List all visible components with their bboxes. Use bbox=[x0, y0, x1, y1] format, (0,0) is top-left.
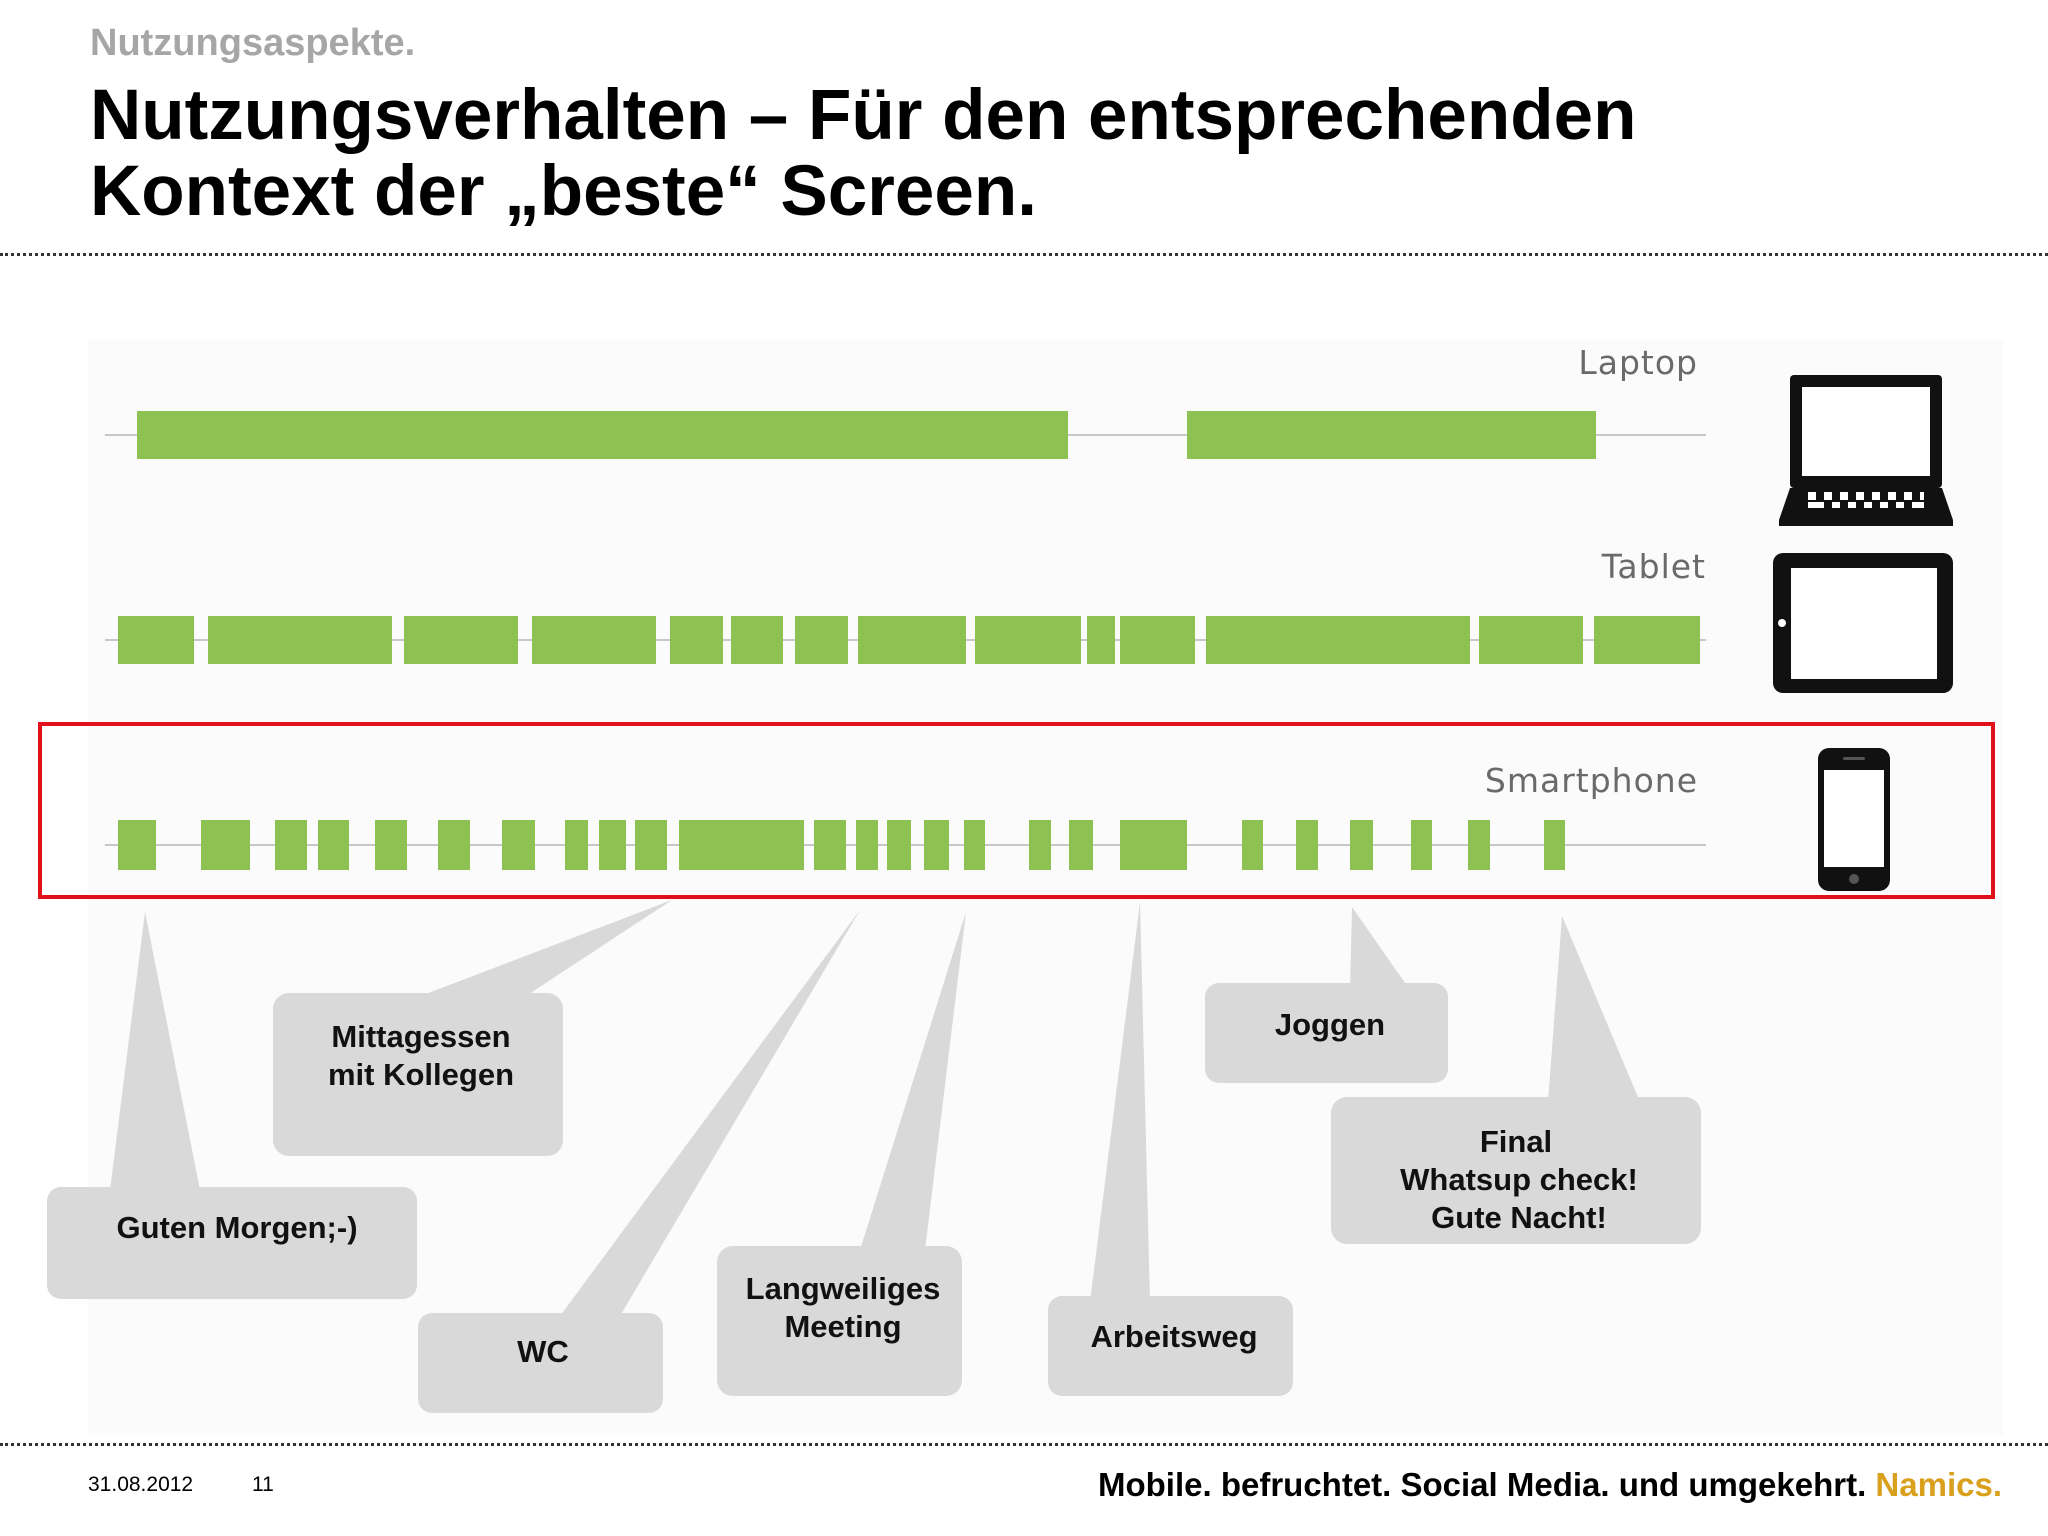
smartphone-highlight-frame bbox=[38, 722, 1995, 899]
usage-session-bar bbox=[599, 820, 626, 870]
tablet-row: Tablet bbox=[105, 547, 1706, 664]
bottom-divider bbox=[0, 1443, 2048, 1446]
slide-title: Nutzungsverhalten – Für den entsprechend… bbox=[90, 78, 1890, 230]
footer-tagline: Mobile. befruchtet. Social Media. und um… bbox=[1098, 1466, 2002, 1504]
callout-wc: WC bbox=[418, 910, 860, 1413]
usage-session-bar bbox=[1120, 616, 1195, 664]
callout-text: mit Kollegen bbox=[328, 1057, 514, 1092]
smartphone-row: Smartphone bbox=[105, 761, 1706, 870]
usage-session-bar bbox=[1087, 616, 1115, 664]
usage-session-bar bbox=[118, 616, 194, 664]
usage-session-bar bbox=[858, 616, 966, 664]
footer-date: 31.08.2012 bbox=[88, 1473, 194, 1496]
usage-session-bar bbox=[275, 820, 307, 870]
usage-session-bar bbox=[1029, 820, 1051, 870]
callout-text: Gute Nacht! bbox=[1431, 1200, 1607, 1235]
usage-session-bar bbox=[502, 820, 535, 870]
usage-session-bar bbox=[964, 820, 985, 870]
slide-title-line-1: Nutzungsverhalten – Für den entsprechend… bbox=[90, 76, 1637, 155]
callout-joggen: Joggen bbox=[1205, 907, 1448, 1083]
callout-arbeitsweg: Arbeitsweg bbox=[1048, 902, 1293, 1396]
footer-tagline-text: Mobile. befruchtet. Social Media. und um… bbox=[1097, 1466, 1867, 1503]
callout-text: Whatsup check! bbox=[1400, 1162, 1638, 1197]
usage-bars-laptop bbox=[137, 411, 1596, 459]
callout-text: Arbeitsweg bbox=[1090, 1319, 1257, 1354]
usage-session-bar bbox=[635, 820, 667, 870]
usage-session-bar bbox=[1242, 820, 1263, 870]
row-label-laptop: Laptop bbox=[1578, 343, 1698, 382]
usage-session-bar bbox=[924, 820, 949, 870]
slide-title-line-2: Kontext der „beste“ Screen. bbox=[90, 152, 1037, 231]
callout-text: Langweiliges bbox=[746, 1271, 941, 1306]
usage-bars-smartphone bbox=[118, 820, 1565, 870]
callout-final: Final Whatsup check! Gute Nacht! bbox=[1331, 916, 1701, 1244]
usage-session-bar bbox=[795, 616, 848, 664]
usage-session-bar bbox=[731, 616, 783, 664]
usage-session-bar bbox=[1206, 616, 1470, 664]
usage-session-bar bbox=[201, 820, 250, 870]
usage-session-bar bbox=[137, 411, 1068, 459]
usage-session-bar bbox=[670, 616, 723, 664]
usage-session-bar bbox=[208, 616, 392, 664]
usage-session-bar bbox=[1468, 820, 1490, 870]
brand-name: Namics. bbox=[1875, 1466, 2002, 1503]
usage-session-bar bbox=[318, 820, 349, 870]
usage-bars-tablet bbox=[118, 616, 1700, 664]
usage-session-bar bbox=[1544, 820, 1565, 870]
callout-text: Mittagessen bbox=[331, 1019, 510, 1054]
callout-text: Guten Morgen;-) bbox=[116, 1210, 357, 1245]
usage-session-bar bbox=[1069, 820, 1093, 870]
tablet-icon bbox=[1773, 553, 1953, 693]
usage-session-bar bbox=[1411, 820, 1432, 870]
usage-session-bar bbox=[856, 820, 878, 870]
usage-session-bar bbox=[565, 820, 588, 870]
callout-text: Meeting bbox=[784, 1309, 901, 1344]
row-label-tablet: Tablet bbox=[1601, 547, 1706, 586]
kicker-heading: Nutzungsaspekte. bbox=[90, 22, 416, 64]
usage-session-bar bbox=[404, 616, 518, 664]
usage-session-bar bbox=[375, 820, 407, 870]
usage-session-bar bbox=[1350, 820, 1373, 870]
usage-session-bar bbox=[1187, 411, 1596, 459]
top-divider bbox=[0, 253, 2048, 256]
usage-session-bar bbox=[975, 616, 1081, 664]
callout-meeting: Langweiliges Meeting bbox=[717, 912, 966, 1396]
callout-guten-morgen: Guten Morgen;-) bbox=[47, 912, 417, 1299]
usage-session-bar bbox=[118, 820, 156, 870]
usage-session-bar bbox=[887, 820, 911, 870]
usage-session-bar bbox=[532, 616, 656, 664]
usage-session-bar bbox=[1594, 616, 1700, 664]
usage-session-bar bbox=[814, 820, 846, 870]
callout-text: WC bbox=[517, 1334, 569, 1369]
usage-session-bar bbox=[679, 820, 804, 870]
callout-text: Joggen bbox=[1275, 1007, 1385, 1042]
footer-page-number: 11 bbox=[252, 1473, 274, 1496]
smartphone-icon bbox=[1818, 748, 1890, 891]
usage-session-bar bbox=[1479, 616, 1583, 664]
usage-session-bar bbox=[438, 820, 470, 870]
laptop-icon bbox=[1779, 375, 1953, 526]
laptop-row: Laptop bbox=[105, 343, 1706, 459]
usage-session-bar bbox=[1296, 820, 1318, 870]
row-label-smartphone: Smartphone bbox=[1485, 761, 1698, 800]
callout-text: Final bbox=[1480, 1124, 1552, 1159]
usage-session-bar bbox=[1120, 820, 1187, 870]
callout-mittagessen: Mittagessen mit Kollegen bbox=[273, 900, 672, 1156]
